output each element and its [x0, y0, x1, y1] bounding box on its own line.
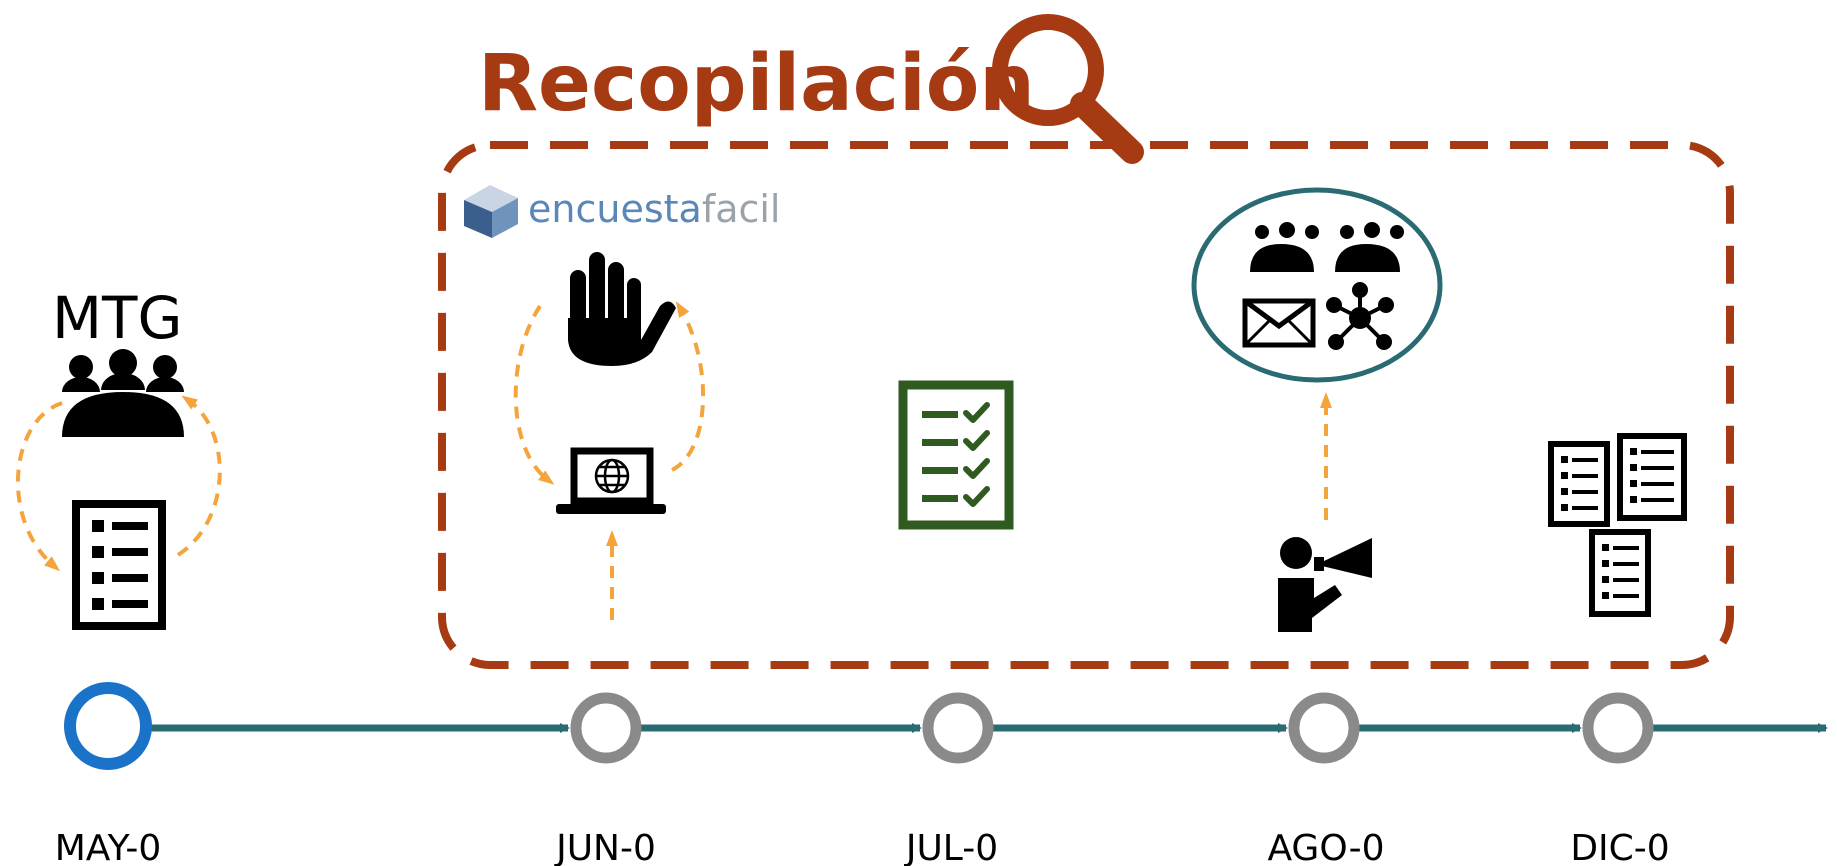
meeting-small-icon-2	[1335, 222, 1404, 272]
milestone-node-jun	[570, 692, 642, 764]
logo-text-part1: encuesta	[528, 187, 702, 231]
svg-text:encuestafacil: encuestafacil	[528, 187, 780, 231]
collection-frame	[438, 141, 1734, 669]
doc-3	[1589, 529, 1651, 617]
milestone-label: DIC-0	[1570, 828, 1669, 866]
milestone-label: MAY-0	[55, 828, 162, 866]
channels-oval	[1191, 187, 1443, 383]
doc-1	[1548, 441, 1610, 527]
documents-stack-icon	[1548, 433, 1687, 617]
meeting-small-icon	[1250, 222, 1319, 272]
envelope-icon	[1242, 298, 1316, 348]
document-list-icon	[72, 500, 166, 630]
network-icon	[1326, 282, 1394, 350]
milestone-node-ago	[1288, 692, 1360, 764]
checklist-icon	[898, 380, 1014, 530]
page-title: Recopilación	[478, 39, 1035, 129]
cube-icon	[464, 185, 518, 238]
milestone-node-may	[64, 682, 152, 770]
milestone-node-jul	[922, 692, 994, 764]
encuestafacil-logo: encuestafacil	[464, 185, 780, 238]
mtg-cycle-arrows	[16, 395, 222, 572]
stop-hand-icon	[568, 252, 676, 366]
milestone-label: JUL-0	[904, 828, 998, 866]
milestone-node-dic	[1582, 692, 1654, 764]
channels-cluster	[1191, 187, 1443, 383]
milestone-label: AGO-0	[1267, 828, 1384, 866]
megaphone-person-icon	[1278, 537, 1372, 632]
laptop-globe-icon	[556, 447, 666, 514]
doc-2	[1617, 433, 1687, 521]
milestone-label: JUN-0	[554, 828, 656, 866]
timeline	[64, 682, 1828, 770]
mtg-label: MTG	[52, 284, 182, 352]
meeting-icon	[62, 349, 184, 437]
logo-text-part2: facil	[702, 187, 781, 231]
survey-cycle-arrows	[513, 301, 705, 485]
